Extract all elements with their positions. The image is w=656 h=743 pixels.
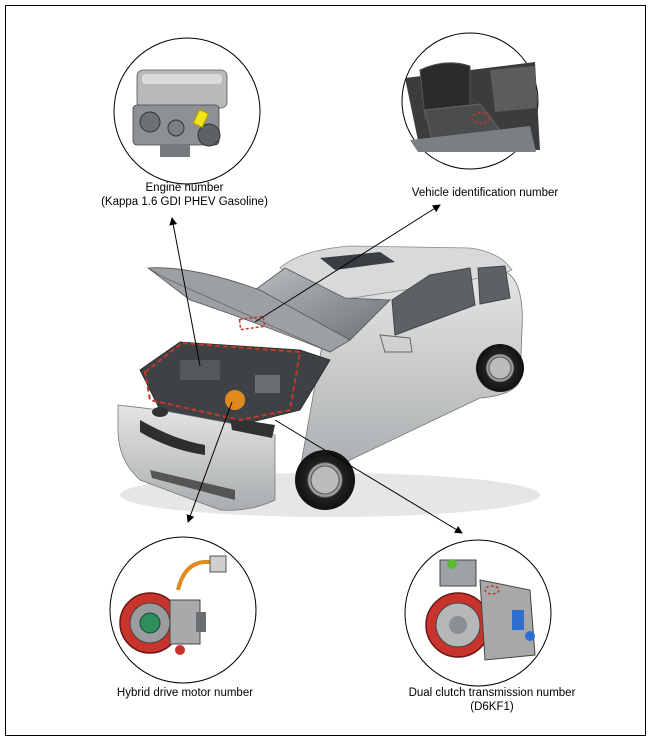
engine-label-line1: Engine number [145, 182, 224, 194]
transmission-number-label: Dual clutch transmission number (D6KF1) [392, 686, 592, 714]
transmission-pointer-arrow [274, 419, 463, 534]
engine-label-line2: (Kappa 1.6 GDI PHEV Gasoline) [101, 196, 268, 208]
engine-pointer-arrow [169, 217, 201, 367]
seat-floor-icon [405, 62, 540, 152]
motor-number-label: Hybrid drive motor number [90, 686, 280, 700]
engine-icon [132, 69, 228, 157]
transmission-label-line2: (D6KF1) [470, 701, 514, 713]
motor-label-line1: Hybrid drive motor number [116, 687, 254, 699]
engine-callout [113, 37, 261, 185]
motor-pointer-arrow [186, 401, 233, 523]
vin-callout [401, 32, 540, 170]
vin-pointer-arrow [254, 204, 441, 323]
transmission-label-line1: Dual clutch transmission number [408, 687, 576, 699]
vin-label: Vehicle identification number [385, 186, 585, 200]
engine-number-label: Engine number (Kappa 1.6 GDI PHEV Gasoli… [82, 181, 287, 209]
transmission-callout [404, 539, 552, 687]
diagram-frame [5, 5, 646, 736]
hybrid-motor-icon [119, 555, 227, 655]
suv-open-hood-icon [117, 245, 540, 517]
vin-label-line1: Vehicle identification number [411, 187, 559, 199]
motor-callout [109, 536, 257, 684]
transmission-icon [425, 559, 536, 661]
